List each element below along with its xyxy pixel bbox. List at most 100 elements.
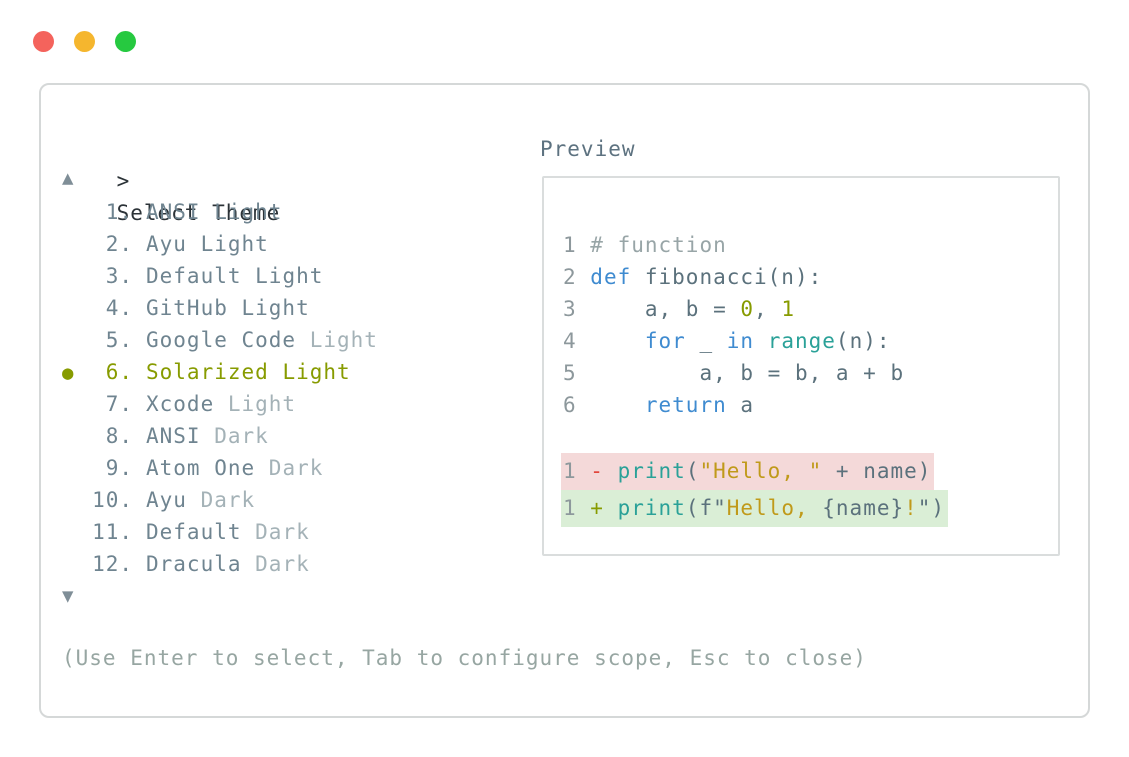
minimize-button[interactable] [74,31,95,52]
theme-list-item[interactable]: 4. GitHub Light [41,292,1088,324]
theme-number: 9. [105,456,133,480]
theme-list-item[interactable]: 9. Atom One Dark [41,452,1088,484]
close-button[interactable] [33,31,54,52]
theme-number: 7. [105,392,133,416]
code-line: 2 def fibonacci(n): [563,261,1058,293]
code-line: 1 # function [563,229,1058,261]
theme-name: Default [146,520,242,544]
code-line-content: 4 for _ in range(n): [563,325,891,357]
code-line-content: 1 # function [563,229,727,261]
theme-list-item[interactable]: 7.Xcode Light [41,388,1088,420]
help-text: (Use Enter to select, Tab to configure s… [62,646,867,670]
theme-name: Xcode [146,392,215,416]
theme-name: GitHub [146,296,228,320]
code-token: "Hello, " [699,459,823,483]
theme-name: Default [146,264,242,288]
scroll-down-icon[interactable]: ▼ [62,585,74,607]
code-token: in [726,329,755,353]
theme-name: Solarized [146,360,269,384]
theme-variant: Light [241,264,324,288]
code-token: _ [685,329,727,353]
theme-name: ANSI [146,200,201,224]
theme-variant: Light [296,328,378,352]
code-token: (n): [835,329,891,353]
code-token: def [590,265,632,289]
code-token: print [617,459,686,483]
theme-variant: Light [200,200,283,224]
code-token [590,329,645,353]
code-token: for [644,329,686,353]
code-token: 1 [563,233,591,257]
code-token: 3 [563,297,591,321]
theme-variant: Dark [255,456,324,480]
theme-number: 10. [92,488,133,512]
theme-list-item[interactable]: 8.ANSI Dark [41,420,1088,452]
code-token: (f" [685,496,727,520]
code-line-content: 5 a, b = b, a + b [563,357,904,389]
theme-list-item[interactable]: 1. ANSI Light [41,196,1088,228]
theme-name: Atom One [146,456,256,480]
code-token: - [590,459,618,483]
code-token: ( [685,459,700,483]
dialog-title: Select Theme [116,201,281,225]
code-token: a [726,393,755,417]
code-line: 3 a, b = 0, 1 [563,293,1058,325]
theme-number: 6. [105,360,133,384]
theme-number: 12. [92,552,133,576]
code-line: 4 for _ in range(n): [563,325,1058,357]
selected-bullet-icon: ● [62,362,74,384]
code-token: a, b = [590,297,741,321]
theme-list-item[interactable]: 3.Default Light [41,260,1088,292]
theme-number: 4. [105,296,133,320]
code-token: print [617,496,686,520]
theme-variant: Light [227,296,310,320]
window-controls [33,31,136,52]
code-token: range [767,329,836,353]
code-line: 5 a, b = b, a + b [563,357,1058,389]
theme-variant: Dark [200,424,269,448]
theme-number: 1. [105,200,133,224]
theme-name: Dracula [146,552,242,576]
theme-selector-dialog: > Select Theme ▲ 1. ANSI Light 2. Ayu Light… [39,83,1090,718]
theme-list-item[interactable]: 2.Ayu Light [41,228,1088,260]
theme-number: 5. [105,328,133,352]
theme-list-item[interactable]: 12. Dracula Dark [41,548,1088,580]
code-token: ") [917,496,946,520]
theme-variant: Light [268,360,351,384]
theme-list-item[interactable]: 11.Default Dark [41,516,1088,548]
theme-list-item[interactable]: 10. Ayu Dark [41,484,1088,516]
code-line-content: 2 def fibonacci(n): [563,261,822,293]
code-token [590,393,645,417]
maximize-button[interactable] [115,31,136,52]
code-token: 1 [563,496,591,520]
theme-list-item[interactable]: 5. Google Code Light [41,324,1088,356]
code-token: 4 [563,329,591,353]
code-token: 6 [563,393,591,417]
theme-number: 8. [105,424,133,448]
diff-removed-line: 1 - print("Hello, " + name) [561,453,1058,490]
code-token: 5 [563,361,591,385]
theme-name: Google Code [146,328,297,352]
theme-name: Ayu [146,488,187,512]
theme-variant: Dark [241,520,310,544]
theme-variant: Dark [241,552,310,576]
code-token: + [590,496,618,520]
code-line-content: 1 + print(f"Hello, {name}!") [561,490,949,527]
code-line: 6 return a [563,389,1058,421]
prompt-row: > Select Theme [62,133,280,261]
theme-number: 2. [105,232,133,256]
code-line-content: 3 a, b = 0, 1 [563,293,795,325]
theme-list-item[interactable]: ● 6. Solarized Light [41,356,1088,388]
code-token [754,329,768,353]
code-token: {name} [822,496,905,520]
prompt-caret-icon: > [116,169,131,193]
code-token: 2 [563,265,591,289]
theme-name: Ayu [146,232,187,256]
code-token: 1 [563,459,591,483]
diff-added-line: 1 + print(f"Hello, {name}!") [561,490,1058,527]
theme-variant: Dark [186,488,256,512]
scroll-up-icon[interactable]: ▲ [62,167,74,189]
preview-label: Preview [540,137,636,161]
